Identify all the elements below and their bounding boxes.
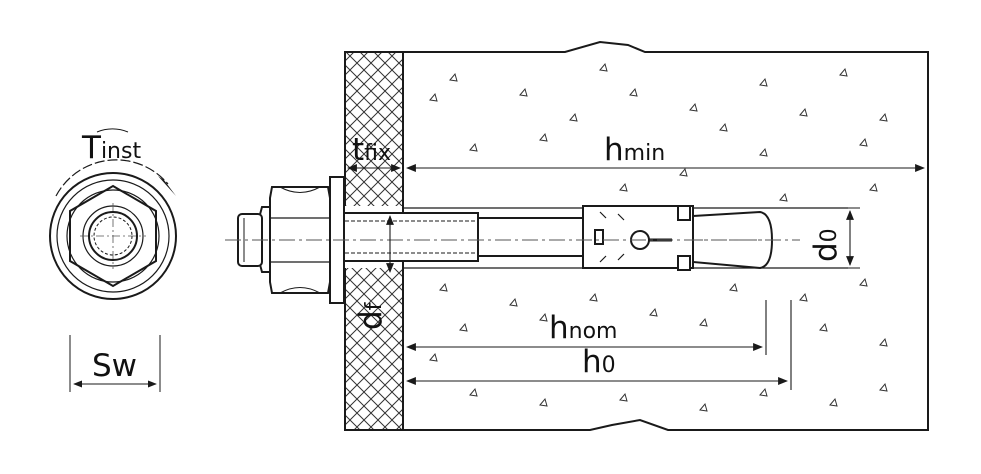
d0-label: d0 (808, 228, 844, 262)
tfix-label: tfix (352, 132, 391, 168)
tinst-label: Tinst (81, 130, 141, 166)
concrete-aggregate (429, 62, 888, 412)
bolt-neck (477, 217, 584, 257)
df-label-group: df (353, 301, 389, 330)
sw-label: Sw (92, 348, 137, 384)
nut-chamfer-circle (66, 189, 160, 283)
hex-nut-outline (69, 184, 157, 288)
d0-label-group: d0 (808, 228, 844, 262)
clip-tab-top (677, 205, 691, 221)
dimensions (347, 164, 925, 390)
hnom-label: hnom (549, 310, 618, 346)
torque-arc (55, 159, 169, 197)
torque-arrow-head (158, 176, 176, 196)
h0-label: h0 (582, 344, 616, 380)
threaded-shank (332, 212, 479, 262)
front-view (49, 128, 177, 392)
bolt-core-circle (88, 211, 138, 261)
washer-inner-circle (56, 179, 170, 293)
clip-tab-bottom (677, 255, 691, 271)
clip-tab-left (594, 229, 604, 245)
washer-outer-circle (49, 172, 177, 300)
hmin-label: hmin (604, 132, 665, 168)
df-label: df (353, 301, 389, 330)
